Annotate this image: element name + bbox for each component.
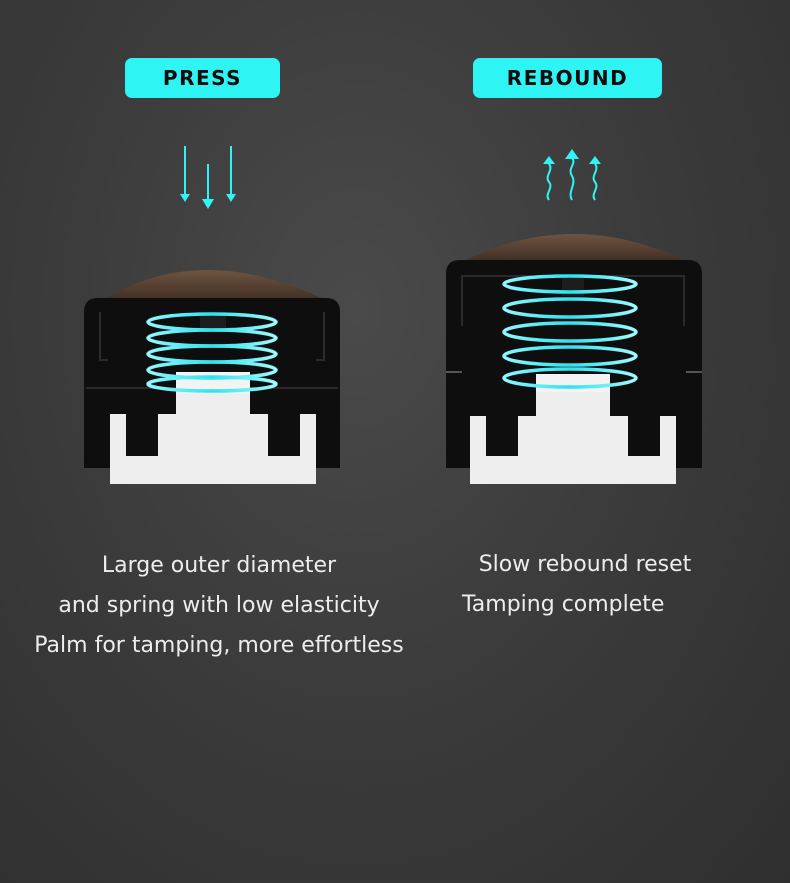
- caption-line: Large outer diameter: [101, 553, 337, 578]
- caption-line: Slow rebound reset: [478, 552, 692, 577]
- rebound-caption: Slow rebound reset Tamping complete: [462, 545, 708, 625]
- press-spring: [146, 312, 278, 393]
- white-base: [470, 390, 676, 484]
- wavy-arrows-up-icon: [543, 149, 601, 201]
- wood-handle: [100, 270, 330, 302]
- arrows-down-icon: [180, 146, 236, 209]
- caption-line: Tamping complete: [462, 592, 665, 617]
- white-base: [110, 392, 316, 484]
- press-caption: Large outer diameter and spring with low…: [14, 546, 424, 666]
- caption-line: and spring with low elasticity: [58, 593, 380, 618]
- rebound-badge: REBOUND: [473, 58, 662, 98]
- rebound-spring: [502, 274, 638, 389]
- rebound-tamper-illustration: [446, 234, 702, 484]
- press-badge: PRESS: [125, 58, 280, 98]
- caption-line: Palm for tamping, more effortless: [34, 633, 404, 658]
- press-tamper-illustration: [84, 270, 340, 484]
- wood-handle: [460, 234, 690, 263]
